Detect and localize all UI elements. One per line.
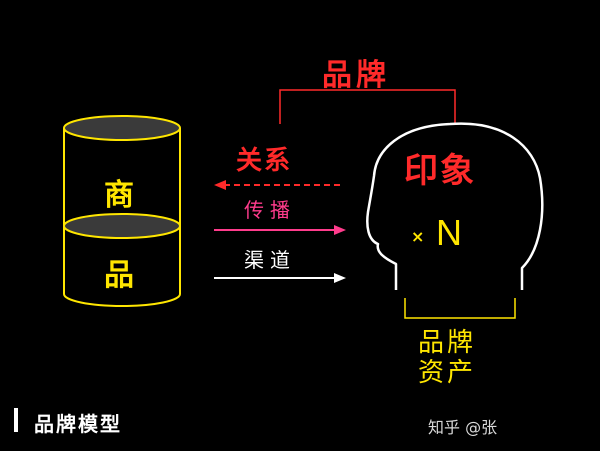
brand-bracket xyxy=(279,89,456,124)
n-label: N xyxy=(436,212,462,253)
relation-label: 关系 xyxy=(236,146,293,176)
multiply-sign: × xyxy=(411,227,425,246)
cylinder-top-char: 商 xyxy=(104,178,134,213)
asset-line-2: 资产 xyxy=(418,358,477,388)
relation-arrow xyxy=(214,180,340,190)
cylinder-bottom-char: 品 xyxy=(104,258,134,293)
asset-bracket xyxy=(404,298,516,319)
channel-arrow xyxy=(214,273,346,283)
brand-title: 品牌 xyxy=(322,58,390,93)
channel-label: 渠道 xyxy=(244,248,296,272)
spread-arrow xyxy=(214,225,346,235)
asset-line-1: 品牌 xyxy=(418,328,477,358)
impression-label: 印象 xyxy=(404,151,476,191)
model-caption: 品牌模型 xyxy=(34,412,122,436)
watermark: 知乎 @张 xyxy=(428,418,498,437)
product-cylinder xyxy=(63,115,181,307)
head-outline xyxy=(366,122,544,290)
footer-accent-bar xyxy=(14,408,18,432)
spread-label: 传播 xyxy=(244,198,296,222)
